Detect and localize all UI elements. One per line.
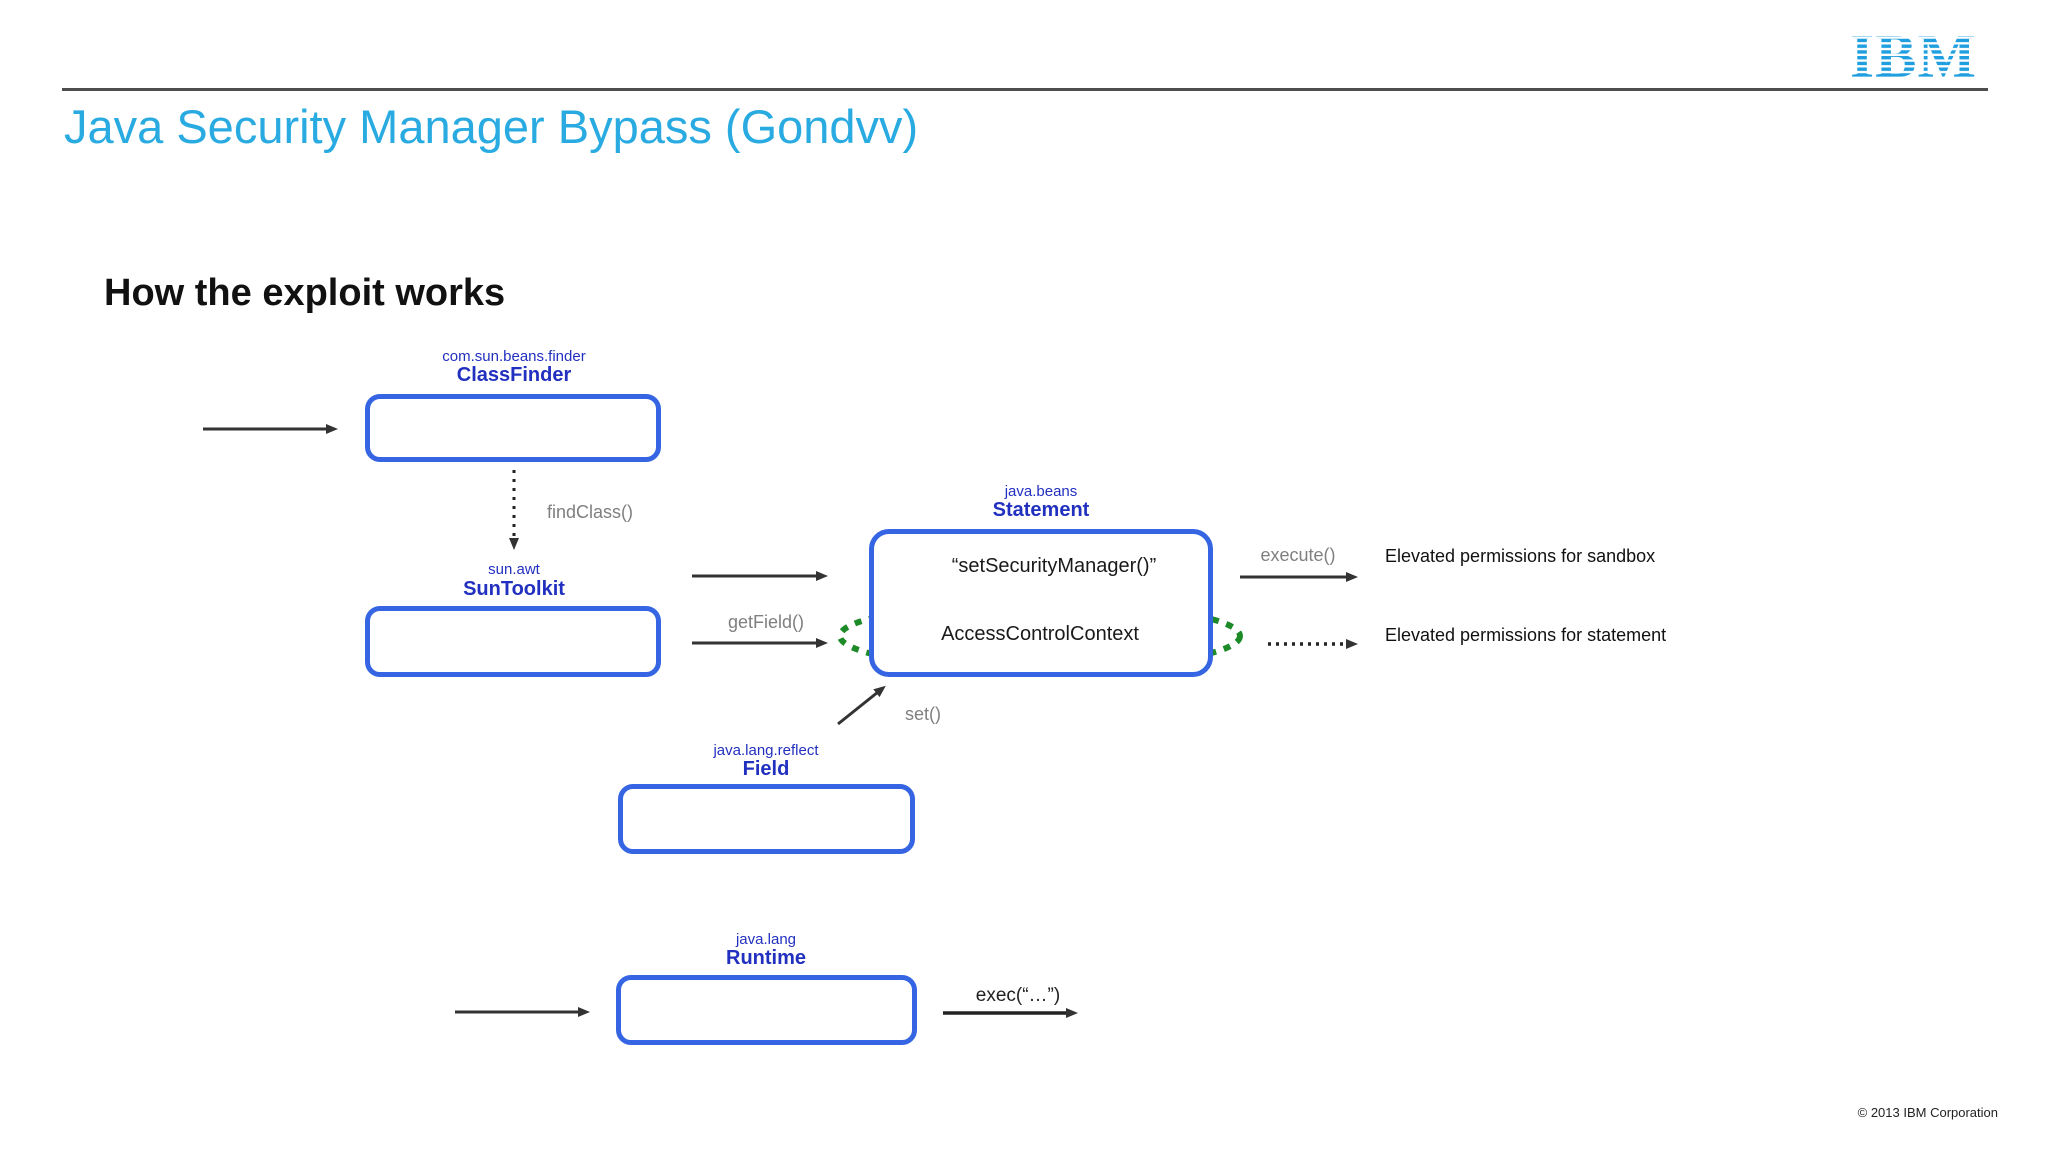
execute-method-label: execute() <box>1260 545 1336 565</box>
suntoolkit-box <box>365 606 661 677</box>
suntoolkit-package-label: sun.awt <box>488 561 540 578</box>
slide-title: Java Security Manager Bypass (Gondvv) <box>64 100 919 153</box>
classfinder-box <box>365 394 661 462</box>
suntoolkit-class-label: SunToolkit <box>463 578 565 600</box>
ibm-logo: IBM <box>1850 23 1995 91</box>
footer-copyright: © 2013 IBM Corporation <box>1857 1105 1998 1120</box>
getfield-method-label: getField() <box>727 612 805 632</box>
field-package-label: java.lang.reflect <box>713 742 819 759</box>
runtime-class-label: Runtime <box>726 947 806 969</box>
statement-box <box>869 529 1213 677</box>
runtime-box <box>616 975 917 1045</box>
statement-class-label: Statement <box>992 499 1090 521</box>
ibm-logo-text: IBM <box>1850 33 1977 81</box>
section-heading: How the exploit works <box>104 272 506 314</box>
classfinder-package-label: com.sun.beans.finder <box>442 348 586 365</box>
set-method-label: set() <box>905 704 941 724</box>
classfinder-class-label: ClassFinder <box>456 364 572 386</box>
header-rule <box>62 88 1988 91</box>
arrow-set <box>837 685 886 726</box>
exec-method-label: exec(“…”) <box>975 985 1061 1006</box>
field-class-label: Field <box>742 758 790 780</box>
runtime-package-label: java.lang <box>735 931 797 948</box>
ibm-logo-graphic: IBM <box>1850 23 1977 91</box>
outcome-sandbox-label: Elevated permissions for sandbox <box>1385 546 1656 566</box>
statement-package-label: java.beans <box>1004 483 1078 500</box>
outcome-statement-label: Elevated permissions for statement <box>1385 625 1667 645</box>
findclass-method-label: findClass() <box>546 502 634 522</box>
statement-item-accesscontrolcontext: AccessControlContext <box>941 623 1139 645</box>
field-box <box>618 784 915 854</box>
statement-item-setsecuritymanager: “setSecurityManager()” <box>951 555 1157 577</box>
